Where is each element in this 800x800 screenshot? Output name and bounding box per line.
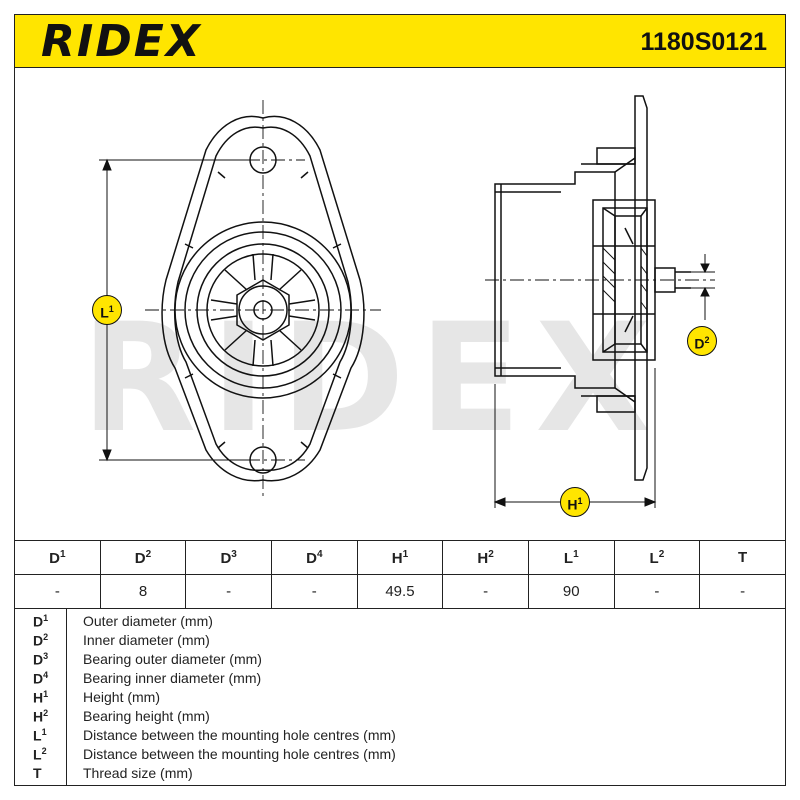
table-cell: - [613, 574, 701, 609]
legend-description: Distance between the mounting hole centr… [83, 746, 396, 762]
column-header: D2 [99, 540, 187, 575]
column-header: T [699, 540, 786, 575]
legend-description: Outer diameter (mm) [83, 613, 213, 629]
column-header: L2 [613, 540, 701, 575]
legend-key: D3 [33, 651, 49, 668]
legend-description: Bearing outer diameter (mm) [83, 651, 262, 667]
legend-key: H2 [33, 708, 49, 725]
legend-description: Height (mm) [83, 689, 161, 705]
table-row: - 8 - - 49.5 - 90 - - [14, 574, 786, 609]
dimension-table: D1 D2 D3 D4 H1 H2 L1 L2 T - 8 - - 49.5 -… [14, 540, 786, 609]
column-header: D1 [14, 540, 101, 575]
table-cell: 49.5 [356, 574, 444, 609]
legend-item: D2 Inner diameter (mm) [15, 632, 787, 651]
table-header-row: D1 D2 D3 D4 H1 H2 L1 L2 T [14, 540, 786, 575]
legend-key: D4 [33, 670, 49, 687]
table-cell: - [185, 574, 272, 609]
column-header: D4 [270, 540, 358, 575]
legend-key: D1 [33, 613, 49, 630]
label-h1: H1 [560, 487, 590, 517]
legend-item: T Thread size (mm) [15, 765, 787, 784]
legend-description: Inner diameter (mm) [83, 632, 210, 648]
column-header: H1 [356, 540, 444, 575]
legend-key: T [33, 765, 42, 781]
dimension-l1 [99, 158, 247, 462]
legend-key: L1 [33, 727, 47, 744]
table-cell: - [442, 574, 529, 609]
legend-item: D1 Outer diameter (mm) [15, 613, 787, 632]
side-view [494, 95, 691, 481]
legend-item: L1 Distance between the mounting hole ce… [15, 727, 787, 746]
dimension-d2 [691, 254, 715, 320]
part-number: 1180S0121 [640, 28, 767, 56]
legend: D1 Outer diameter (mm) D2 Inner diameter… [14, 608, 786, 786]
table-cell: - [699, 574, 786, 609]
table-cell: - [14, 574, 101, 609]
legend-item: D3 Bearing outer diameter (mm) [15, 651, 787, 670]
table-cell: 8 [99, 574, 187, 609]
table-cell: - [270, 574, 358, 609]
legend-description: Distance between the mounting hole centr… [83, 727, 396, 743]
legend-item: D4 Bearing inner diameter (mm) [15, 670, 787, 689]
brand-logo: RIDEX [41, 16, 202, 67]
legend-description: Bearing height (mm) [83, 708, 210, 724]
strut-mount-drawing [99, 95, 715, 508]
column-header: H2 [442, 540, 529, 575]
legend-key: H1 [33, 689, 49, 706]
legend-description: Bearing inner diameter (mm) [83, 670, 262, 686]
legend-divider [66, 608, 67, 785]
table-cell: 90 [527, 574, 615, 609]
column-header: D3 [185, 540, 272, 575]
label-d2: D2 [687, 326, 717, 356]
legend-item: L2 Distance between the mounting hole ce… [15, 746, 787, 765]
legend-description: Thread size (mm) [83, 765, 193, 781]
label-l1: L1 [92, 295, 122, 325]
column-header: L1 [527, 540, 615, 575]
legend-item: H1 Height (mm) [15, 689, 787, 708]
technical-drawing: RIDEX [14, 68, 786, 540]
header-bar: RIDEX 1180S0121 [14, 14, 786, 68]
legend-key: L2 [33, 746, 47, 763]
legend-item: H2 Bearing height (mm) [15, 708, 787, 727]
legend-key: D2 [33, 632, 49, 649]
